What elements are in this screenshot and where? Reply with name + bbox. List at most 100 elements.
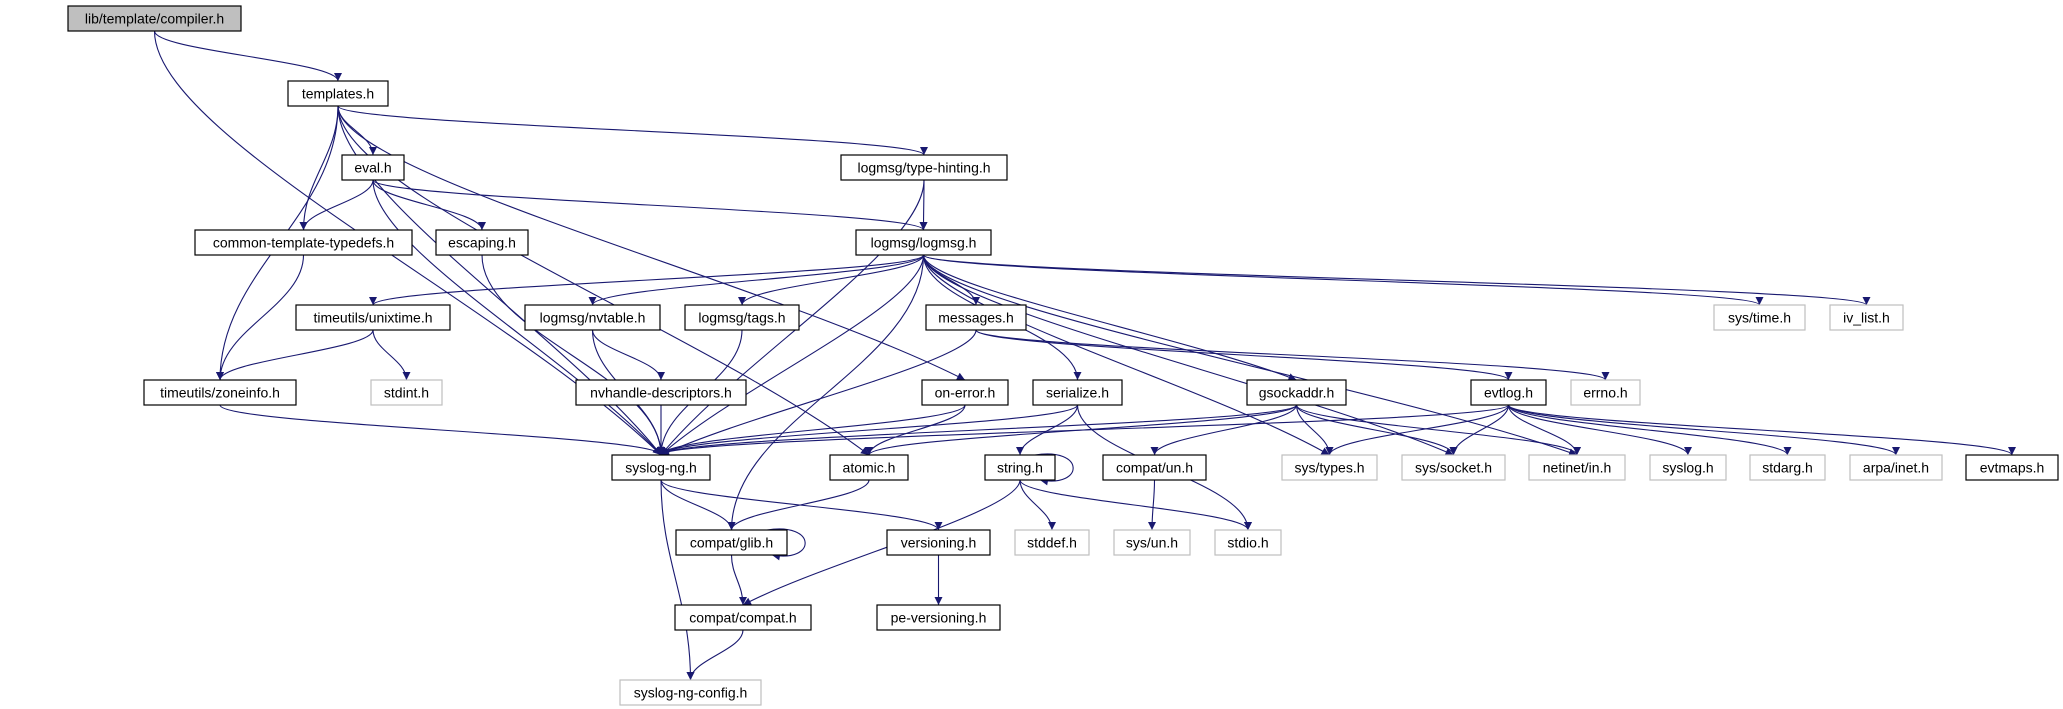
edge-compatun-to-sysun: [1148, 479, 1157, 531]
node-label: errno.h: [1583, 385, 1627, 401]
node-unixtime[interactable]: timeutils/unixtime.h: [295, 304, 451, 331]
edge-glib-to-glib: [766, 528, 806, 561]
node-box: [925, 304, 1027, 331]
node-zoneinfo[interactable]: timeutils/zoneinfo.h: [143, 379, 297, 406]
edge-logmsg-to-systypes: [922, 254, 1330, 456]
node-gsockaddr[interactable]: gsockaddr.h: [1246, 379, 1347, 406]
edge-evtlog-to-stdarg: [1507, 404, 1792, 456]
node-label: on-error.h: [935, 385, 996, 401]
edge-messages-to-evtlog: [975, 329, 1513, 381]
node-eval[interactable]: eval.h: [341, 154, 405, 181]
node-stdio: stdio.h: [1214, 529, 1282, 556]
node-box: [143, 379, 297, 406]
edge-templates-to-common: [299, 105, 339, 231]
node-tags[interactable]: logmsg/tags.h: [684, 304, 800, 331]
node-label: string.h: [997, 460, 1043, 476]
node-serialize[interactable]: serialize.h: [1032, 379, 1123, 406]
edge-nvtable-to-nvhandle: [591, 329, 665, 381]
node-label: lib/template/compiler.h: [85, 11, 224, 27]
edge-unixtime-to-zoneinfo: [216, 329, 374, 381]
node-logmsg[interactable]: logmsg/logmsg.h: [855, 229, 992, 256]
edges-layer: [153, 30, 2016, 681]
node-nvhandle[interactable]: nvhandle-descriptors.h: [575, 379, 747, 406]
edge-typehint-to-syslogng: [660, 179, 925, 456]
node-box: [1849, 454, 1943, 481]
edge-logmsg-to-syssocket: [922, 254, 1454, 456]
edge-gsockaddr-to-syslogng: [657, 404, 1298, 456]
edge-logmsg-to-unixtime: [369, 254, 925, 306]
node-string[interactable]: string.h: [984, 454, 1056, 481]
node-escaping[interactable]: escaping.h: [435, 229, 529, 256]
node-box: [1570, 379, 1641, 406]
node-box: [1246, 379, 1347, 406]
edge-logmsg-to-glib: [727, 254, 925, 531]
node-box: [1281, 454, 1378, 481]
node-evtlog[interactable]: evtlog.h: [1470, 379, 1547, 406]
edge-escaping-to-syslogng: [481, 254, 665, 456]
edge-templates-to-atomic: [337, 105, 870, 456]
edge-logmsg-to-nvtable: [588, 254, 925, 306]
edge-syslogng-to-config: [660, 479, 695, 681]
edge-string-to-stdio: [1019, 479, 1252, 531]
node-label: sys/socket.h: [1415, 460, 1492, 476]
node-systypes: sys/types.h: [1281, 454, 1378, 481]
node-label: evtlog.h: [1484, 385, 1533, 401]
node-syssocket: sys/socket.h: [1401, 454, 1506, 481]
node-templates[interactable]: templates.h: [287, 80, 389, 107]
edge-string-to-stddef: [1019, 479, 1056, 531]
node-label: sys/time.h: [1728, 310, 1791, 326]
node-nvtable[interactable]: logmsg/nvtable.h: [524, 304, 661, 331]
node-box: [840, 154, 1008, 181]
node-peversioning[interactable]: pe-versioning.h: [876, 604, 1001, 631]
node-label: logmsg/nvtable.h: [540, 310, 646, 326]
node-errno: errno.h: [1570, 379, 1641, 406]
node-label: logmsg/logmsg.h: [871, 235, 977, 251]
node-label: sys/types.h: [1294, 460, 1364, 476]
node-label: nvhandle-descriptors.h: [590, 385, 732, 401]
edge-templates-to-typehint: [337, 105, 928, 156]
edge-gsockaddr-to-netinet: [1295, 404, 1581, 456]
node-box: [524, 304, 661, 331]
node-box: [575, 379, 747, 406]
edge-eval-to-syslogng: [372, 179, 662, 456]
node-box: [1401, 454, 1506, 481]
node-box: [1470, 379, 1547, 406]
node-box: [829, 454, 909, 481]
nodes-layer: lib/template/compiler.h templates.h eval.h…: [67, 5, 2059, 706]
node-config: syslog-ng-config.h: [619, 679, 762, 706]
node-compatun[interactable]: compat/un.h: [1102, 454, 1207, 481]
node-box: [194, 229, 413, 256]
node-label: messages.h: [938, 310, 1013, 326]
node-stddef: stddef.h: [1014, 529, 1090, 556]
node-messages[interactable]: messages.h: [925, 304, 1027, 331]
edge-glib-to-compat: [730, 554, 747, 606]
node-common[interactable]: common-template-typedefs.h: [194, 229, 413, 256]
node-box: [984, 454, 1056, 481]
node-label: stdarg.h: [1762, 460, 1813, 476]
edge-messages-to-errno: [975, 329, 1610, 381]
node-evtmaps[interactable]: evtmaps.h: [1965, 454, 2059, 481]
node-box: [921, 379, 1009, 406]
node-versioning[interactable]: versioning.h: [886, 529, 991, 556]
node-glib[interactable]: compat/glib.h: [675, 529, 788, 556]
node-label: stddef.h: [1027, 535, 1077, 551]
node-atomic[interactable]: atomic.h: [829, 454, 909, 481]
edge-logmsg-to-ivlist: [922, 254, 1871, 306]
node-typehint[interactable]: logmsg/type-hinting.h: [840, 154, 1008, 181]
node-label: serialize.h: [1046, 385, 1109, 401]
edge-string-to-string: [1034, 453, 1074, 486]
node-label: templates.h: [302, 86, 374, 102]
node-box: [67, 5, 242, 32]
node-box: [1214, 529, 1282, 556]
node-syslogng[interactable]: syslog-ng.h: [611, 454, 711, 481]
edge-eval-to-escaping: [372, 179, 486, 231]
node-label: arpa/inet.h: [1863, 460, 1929, 476]
node-label: versioning.h: [901, 535, 977, 551]
node-stdint: stdint.h: [370, 379, 443, 406]
node-label: eval.h: [354, 160, 391, 176]
node-onerror[interactable]: on-error.h: [921, 379, 1009, 406]
edge-templates-to-onerror: [337, 105, 966, 381]
node-compat[interactable]: compat/compat.h: [674, 604, 812, 631]
edge-evtlog-to-evtmaps: [1507, 404, 2016, 456]
node-compiler[interactable]: lib/template/compiler.h: [67, 5, 242, 32]
